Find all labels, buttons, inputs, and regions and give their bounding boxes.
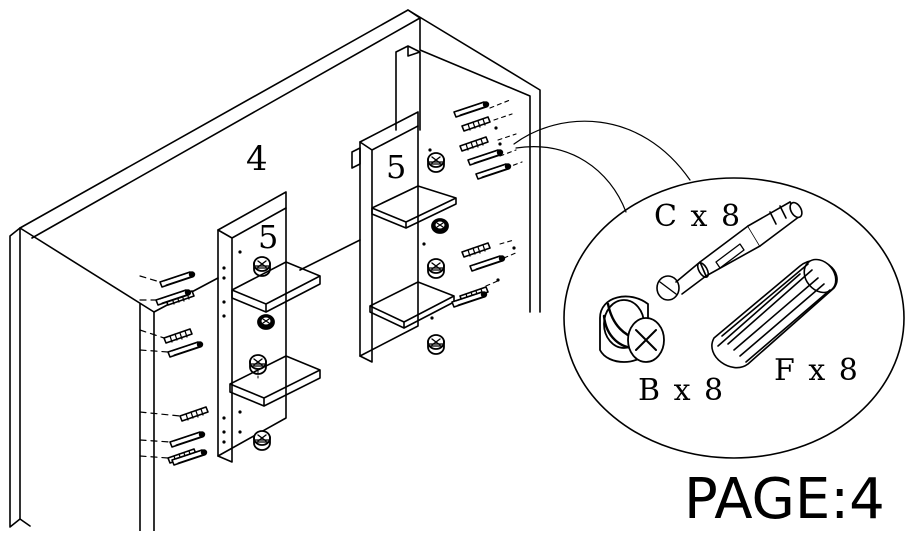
center-post [395, 45, 421, 131]
cam-bolt-icon [453, 100, 491, 118]
dowel-detail-icon [711, 258, 838, 369]
guide-dashes-right [485, 99, 523, 287]
back-panel-inner-top [419, 17, 531, 313]
back-panel-top-edge [407, 9, 541, 313]
cam-lock-icon [427, 258, 445, 279]
cam-bolt-icon [169, 430, 206, 448]
guide-dashes [139, 275, 181, 459]
cam-lock-icon [431, 218, 449, 234]
left-divider-face [217, 191, 287, 457]
cabinet-carcass [9, 9, 541, 532]
right-divider-face [359, 111, 419, 357]
right-divider-label: 5 [386, 148, 406, 186]
page-number: PAGE:4 [684, 467, 885, 531]
cam-lock-label: B x 8 [638, 373, 725, 408]
callout-leader-upper [513, 120, 691, 181]
dowel-icon [461, 242, 491, 258]
cam-bolt-icon [467, 148, 505, 166]
dowel-icon [459, 136, 489, 152]
cam-lock-icon [427, 334, 445, 355]
dowel-icon [461, 116, 491, 132]
left-divider-panel [217, 191, 321, 463]
dowel-icon [163, 328, 193, 344]
cam-bolt-icon [475, 162, 513, 180]
left-divider-label: 5 [258, 218, 278, 256]
left-side-panel [9, 227, 21, 528]
cam-bolt-icon [469, 254, 507, 272]
left-upper-shelf [231, 261, 321, 313]
right-lower-shelf [369, 281, 455, 329]
post-stop [351, 147, 361, 169]
right-divider-panel [359, 111, 516, 363]
right-divider-edge [359, 125, 419, 363]
cam-bolt-icon [167, 340, 204, 358]
hardware-right-group [427, 99, 523, 355]
hardware-left-group [139, 256, 275, 466]
cam-lock-icon [427, 152, 445, 173]
dowel-icon [179, 406, 209, 422]
cam-bolt-detail-icon [656, 201, 803, 301]
cam-lock-icon [253, 430, 271, 451]
cam-lock-detail-icon [599, 295, 665, 363]
left-lower-shelf [229, 355, 321, 407]
cam-bolt-icon [159, 270, 196, 288]
left-divider-edge [217, 207, 287, 463]
right-divider-holes [422, 126, 516, 320]
dowel-label: F x 8 [774, 353, 860, 388]
hardware-callout [513, 120, 905, 459]
left-side-panel-front [19, 227, 155, 532]
cam-bolt-label: C x 8 [654, 199, 742, 234]
callout-leader-lower [515, 146, 627, 213]
cam-lock-icon [257, 314, 275, 330]
back-panel-label: 4 [246, 139, 268, 179]
callout-circle [563, 177, 905, 459]
left-divider-holes [222, 250, 242, 444]
right-upper-shelf [371, 185, 457, 229]
cam-lock-icon [253, 256, 271, 277]
